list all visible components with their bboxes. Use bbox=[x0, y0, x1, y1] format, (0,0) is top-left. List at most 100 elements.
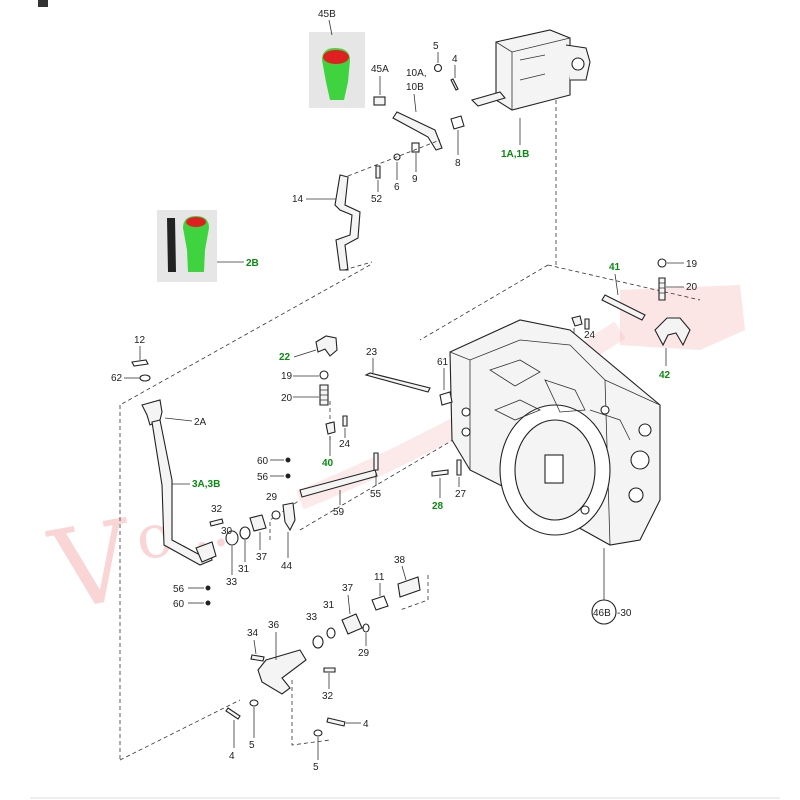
callout-46B: 46B bbox=[593, 608, 611, 619]
part-41-shaft bbox=[601, 294, 646, 321]
knob-45B-photo bbox=[309, 32, 365, 108]
part-23-shaft bbox=[364, 372, 431, 393]
part-46B-housing bbox=[449, 319, 661, 546]
callout-41: 41 bbox=[609, 262, 621, 273]
callout-62: 62 bbox=[111, 373, 123, 384]
part-24-pin-a bbox=[584, 318, 590, 330]
part-60-a bbox=[285, 457, 291, 463]
part-4-pin-c bbox=[326, 717, 346, 727]
part-4-pin-b bbox=[225, 707, 241, 720]
callout-59: 59 bbox=[333, 507, 345, 518]
part-61 bbox=[439, 391, 453, 406]
callout-14: 14 bbox=[292, 194, 304, 205]
part-29-b bbox=[362, 623, 370, 633]
part-59-shaft bbox=[299, 469, 378, 498]
callout-61: 61 bbox=[437, 357, 449, 368]
callout-10A: 10A, bbox=[406, 68, 427, 79]
part-62 bbox=[139, 374, 151, 382]
leader-rod-2b bbox=[119, 264, 371, 406]
knob-2B-photo bbox=[157, 210, 217, 282]
part-45A bbox=[373, 96, 386, 106]
part-19-ball-b bbox=[319, 370, 329, 380]
part-12 bbox=[131, 359, 149, 367]
part-36-lever bbox=[257, 649, 307, 695]
leader-housing-top bbox=[547, 264, 701, 301]
callout-32a: 32 bbox=[211, 504, 223, 515]
callout-20a: 20 bbox=[686, 282, 698, 293]
callout-10B: 10B bbox=[406, 82, 424, 93]
callout-34: 34 bbox=[247, 628, 259, 639]
callout-40b: 40 bbox=[322, 458, 334, 469]
callout-6: 6 bbox=[394, 182, 400, 193]
part-gear-lever-2A bbox=[141, 399, 217, 566]
callout-42: 42 bbox=[659, 370, 671, 381]
callout-2A: 2A bbox=[194, 417, 207, 428]
callout-24b: 24 bbox=[339, 439, 351, 450]
callout-56b: 56 bbox=[173, 584, 185, 595]
part-42-fork bbox=[654, 317, 691, 347]
part-lever-10 bbox=[392, 111, 443, 151]
callout-46B-tail: -30 bbox=[617, 608, 632, 619]
leader-pin-lower bbox=[119, 699, 241, 761]
part-14-rod bbox=[334, 174, 361, 271]
part-28-bolt bbox=[431, 469, 449, 477]
callout-45A: 45A bbox=[371, 64, 389, 75]
callout-52: 52 bbox=[371, 194, 383, 205]
part-56-b bbox=[205, 585, 211, 591]
callout-5c: 5 bbox=[313, 762, 319, 773]
part-31-b bbox=[326, 627, 336, 639]
part-37-a bbox=[249, 514, 267, 532]
callout-30: 30 bbox=[221, 526, 233, 537]
callout-22: 22 bbox=[279, 352, 291, 363]
part-9 bbox=[411, 142, 420, 153]
part-5-washer-c bbox=[313, 729, 323, 737]
callout-5b: 5 bbox=[249, 740, 255, 751]
part-38 bbox=[397, 576, 421, 598]
callout-37b: 37 bbox=[342, 583, 354, 594]
svg-text:V: V bbox=[40, 495, 145, 636]
part-27-bolt bbox=[456, 459, 462, 476]
part-5-washer-b bbox=[249, 699, 259, 707]
callout-20b: 20 bbox=[281, 393, 293, 404]
callout-29b: 29 bbox=[358, 648, 370, 659]
callout-23: 23 bbox=[366, 347, 378, 358]
callout-60b: 60 bbox=[173, 599, 185, 610]
callout-60a: 60 bbox=[257, 456, 269, 467]
callout-19a: 19 bbox=[686, 259, 698, 270]
part-55 bbox=[373, 452, 379, 471]
part-37-b bbox=[341, 613, 363, 635]
callout-32b: 32 bbox=[322, 691, 334, 702]
part-4-pin bbox=[450, 78, 459, 91]
part-31-a bbox=[239, 526, 251, 540]
callout-9: 9 bbox=[412, 174, 418, 185]
part-24-pin-b bbox=[342, 415, 348, 427]
leader-38 bbox=[399, 575, 429, 611]
callout-28: 28 bbox=[432, 501, 444, 512]
callout-31b: 31 bbox=[323, 600, 335, 611]
corner-marker bbox=[38, 0, 48, 7]
callout-4b: 4 bbox=[229, 751, 235, 762]
part-40-a bbox=[571, 315, 583, 327]
part-60-b bbox=[205, 600, 211, 606]
part-11 bbox=[371, 595, 389, 611]
callout-27: 27 bbox=[455, 489, 467, 500]
part-22-fork bbox=[315, 335, 338, 357]
callout-24a: 24 bbox=[584, 330, 596, 341]
callout-37a: 37 bbox=[256, 552, 268, 563]
callout-11: 11 bbox=[374, 572, 385, 583]
callout-2B: 2B bbox=[246, 258, 259, 269]
part-52 bbox=[375, 165, 381, 179]
callout-4a: 4 bbox=[452, 54, 458, 65]
part-20-spring bbox=[658, 277, 666, 301]
callout-55: 55 bbox=[370, 489, 382, 500]
leader-mid bbox=[299, 429, 471, 531]
part-5-nut bbox=[433, 63, 443, 73]
callout-1A-1B: 1A,1B bbox=[501, 149, 529, 160]
callout-4c: 4 bbox=[363, 719, 369, 730]
callout-33b: 33 bbox=[306, 612, 318, 623]
callout-36: 36 bbox=[268, 620, 280, 631]
callout-12: 12 bbox=[134, 335, 146, 346]
callout-56a: 56 bbox=[257, 472, 269, 483]
callout-19b: 19 bbox=[281, 371, 293, 382]
